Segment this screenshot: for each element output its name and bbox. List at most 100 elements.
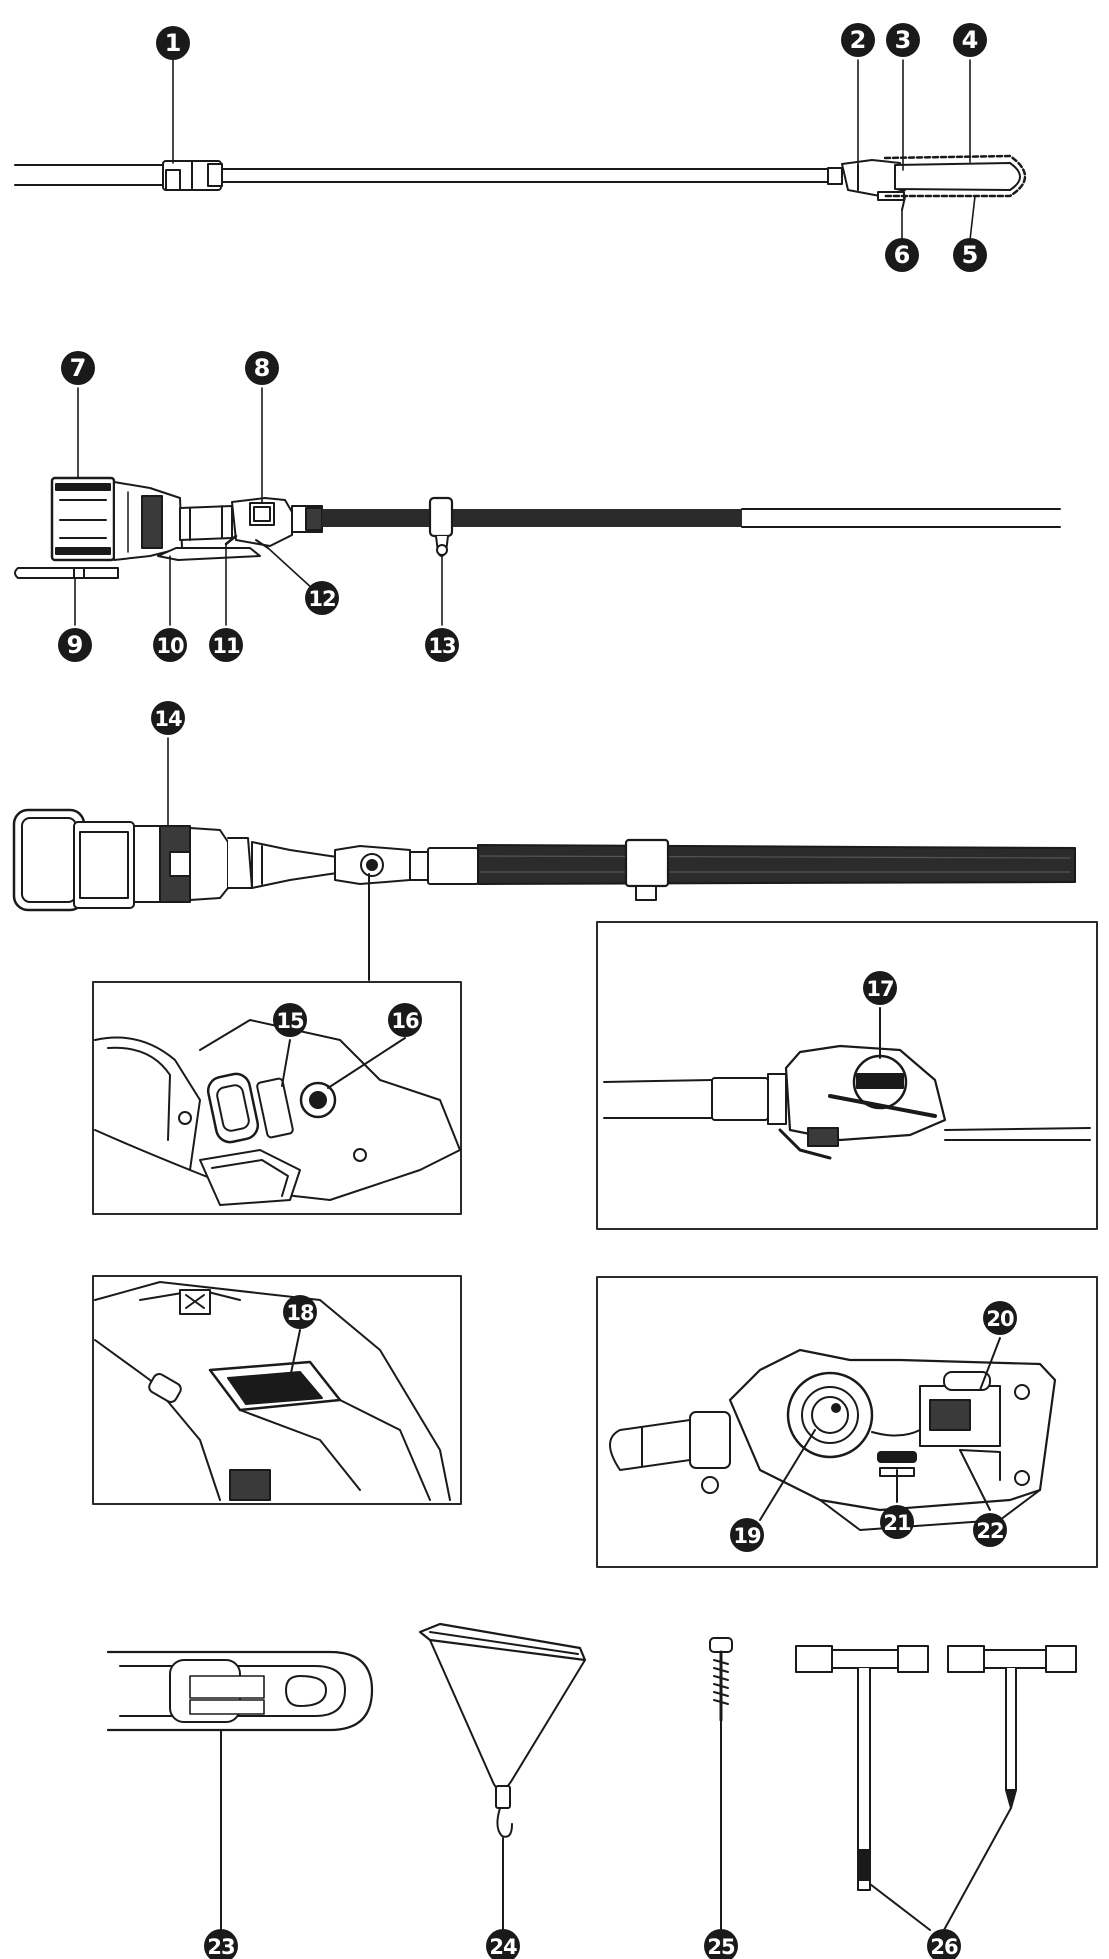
pole-saw-full-view: [14, 154, 1027, 211]
leader-lines: [74, 57, 976, 827]
callout-4: 4: [953, 23, 987, 57]
callout-badge: [973, 1513, 1007, 1547]
callout-badge: [209, 628, 243, 662]
callout-badge: [61, 351, 95, 385]
callout-7: 7: [61, 351, 95, 385]
callout-2: 2: [841, 23, 875, 57]
callout-9: 9: [58, 628, 92, 662]
callout-badge: [863, 971, 897, 1005]
callout-label: 26: [930, 1935, 958, 1959]
callout-label: 8: [254, 354, 271, 382]
callout-label: 20: [986, 1307, 1014, 1331]
hanger-bracket: [14, 567, 119, 579]
callout-badge: [305, 581, 339, 615]
callout-20: 20: [983, 1301, 1017, 1335]
rear-handle-housing: [113, 481, 183, 561]
screw: [709, 1637, 733, 1931]
callout-24: 24: [486, 1929, 520, 1959]
callout-22: 22: [973, 1513, 1007, 1547]
top-view-switch-unit: [334, 845, 411, 885]
callout-badge: [730, 1518, 764, 1552]
callout-badge: [425, 628, 459, 662]
callout-badge: [953, 23, 987, 57]
callout-label: 6: [894, 241, 911, 269]
top-view-pole-clamp: [624, 838, 670, 901]
pole-saw-top-view: [12, 808, 1076, 981]
callout-badge: [983, 1301, 1017, 1335]
callout-badge: [204, 1929, 238, 1959]
callout-badge: [156, 26, 190, 60]
callout-label: 2: [850, 26, 867, 54]
callout-badge: [388, 1003, 422, 1037]
switch-housing: [224, 497, 293, 549]
callout-badge: [953, 238, 987, 272]
top-view-battery: [12, 808, 135, 912]
side-view-light-tube: [741, 508, 1061, 528]
callout-badge: [885, 238, 919, 272]
callout-badge: [927, 1929, 961, 1959]
top-view-grip: [251, 841, 346, 889]
shoulder-strap: [418, 1622, 587, 1931]
callout-label: 9: [67, 631, 84, 659]
callout-label: 23: [207, 1935, 234, 1959]
callout-badge: [273, 1003, 307, 1037]
callout-18: 18: [283, 1295, 317, 1329]
callout-3: 3: [886, 23, 920, 57]
callout-12: 12: [305, 581, 339, 615]
callout-label: 7: [70, 354, 87, 382]
callout-label: 24: [489, 1935, 517, 1959]
callout-label: 18: [286, 1301, 314, 1325]
callout-label: 21: [883, 1511, 911, 1535]
callout-14: 14: [151, 701, 185, 735]
callout-label: 19: [733, 1524, 761, 1548]
top-view-rear-housing: [133, 825, 253, 903]
callout-badge: [704, 1929, 738, 1959]
callout-label: 17: [866, 977, 893, 1001]
callout-21: 21: [880, 1505, 914, 1539]
callout-badge: [841, 23, 875, 57]
callout-label: 12: [308, 587, 335, 611]
pole-clamp: [428, 496, 454, 557]
soft-grip-handle: [179, 505, 233, 541]
pole-saw-side-view: [14, 476, 1061, 579]
callout-23: 23: [204, 1929, 238, 1959]
callout-10: 10: [153, 628, 187, 662]
callout-badge: [153, 628, 187, 662]
top-view-coupler: [409, 847, 479, 885]
callout-25: 25: [704, 1929, 738, 1959]
callout-13: 13: [425, 628, 459, 662]
chain-guard: [106, 1650, 374, 1931]
detail-panel-battery-slot: [92, 1275, 462, 1505]
side-view-coupler: [291, 505, 323, 533]
callout-11: 11: [209, 628, 243, 662]
callout-1: 1: [156, 26, 190, 60]
callout-5: 5: [953, 238, 987, 272]
saw-chain: [883, 154, 1027, 198]
top-view-dark-tube: [477, 844, 1076, 885]
detail-panel-chain-cover: [596, 921, 1098, 1230]
callout-label: 1: [165, 29, 182, 57]
detail-panel-oil-tensioner: [596, 1276, 1098, 1568]
callout-label: 15: [276, 1009, 304, 1033]
lower-pole-tube: [14, 164, 166, 186]
callout-badge: [886, 23, 920, 57]
callout-badge: [486, 1929, 520, 1959]
callout-label: 16: [391, 1009, 419, 1033]
callout-badge: [245, 351, 279, 385]
callout-label: 14: [154, 707, 182, 731]
callout-badge: [283, 1295, 317, 1329]
callout-label: 25: [707, 1935, 735, 1959]
trigger-guard: [157, 547, 261, 561]
callout-badge: [58, 628, 92, 662]
t-wrenches: [795, 1645, 1077, 1931]
callout-label: 11: [212, 634, 240, 658]
callout-15: 15: [273, 1003, 307, 1037]
battery-pack: [50, 476, 116, 562]
callout-6: 6: [885, 238, 919, 272]
callout-26: 26: [927, 1929, 961, 1959]
callout-19: 19: [730, 1518, 764, 1552]
callout-label: 22: [976, 1519, 1003, 1543]
callout-badge: [880, 1505, 914, 1539]
